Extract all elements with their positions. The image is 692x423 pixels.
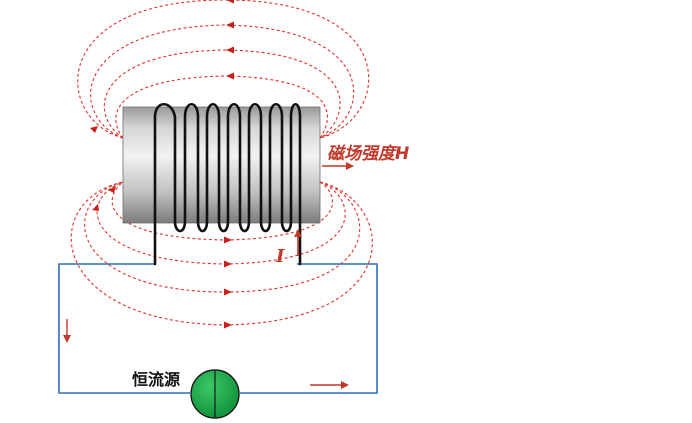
field-arrow-icon xyxy=(224,260,232,268)
field-line-top-3 xyxy=(103,49,341,139)
source-label: 恒流源 xyxy=(132,370,180,389)
field-arrow-icon xyxy=(92,204,99,211)
field-arrow-icon xyxy=(108,186,116,193)
field-arrow-icon xyxy=(226,21,234,29)
current-label: I xyxy=(275,246,285,267)
field-arrow-icon xyxy=(226,72,234,80)
field-line-top-1 xyxy=(77,0,370,139)
field-arrow-icon xyxy=(226,0,234,4)
field-arrow-icon xyxy=(226,46,234,54)
field-arrow-icon xyxy=(224,321,232,329)
field-arrow-icon xyxy=(224,236,232,244)
field-strength-label: 磁场强度H xyxy=(327,144,409,164)
constant-current-source-icon xyxy=(190,369,240,419)
coil-windings xyxy=(153,102,302,266)
down-arrow-icon xyxy=(63,319,71,343)
current-arrow-icon xyxy=(294,229,302,256)
field-arrow-icon xyxy=(90,126,98,133)
field-line-top-2 xyxy=(90,24,355,139)
circuit-wire xyxy=(58,263,378,394)
field-lines-top xyxy=(77,0,370,139)
field-arrowheads xyxy=(90,0,234,329)
field-arrow-icon xyxy=(224,288,232,296)
field-line-bottom-4 xyxy=(111,181,334,241)
circuit-arrows xyxy=(63,162,354,389)
right-arrow-icon xyxy=(310,381,349,389)
field-direction-arrow-icon xyxy=(322,162,354,170)
